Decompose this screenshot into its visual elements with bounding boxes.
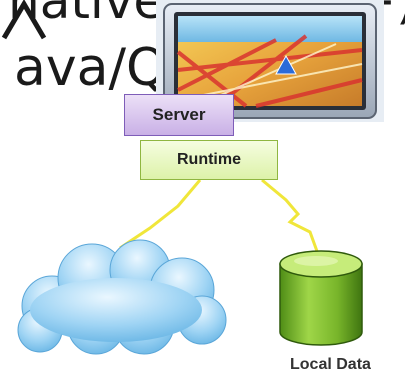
server-label: Server: [152, 105, 206, 124]
background-text-fragment: [1, 0, 47, 40]
database-cylinder-icon: [279, 250, 363, 346]
runtime-label: Runtime: [177, 151, 241, 168]
local-data-label: Local Data: [290, 356, 371, 373]
runtime-database-link: [261, 178, 320, 255]
cloud-icon: [17, 239, 227, 355]
server-box: Server: [124, 94, 234, 136]
gps-navigation-device-icon: [156, 0, 384, 122]
runtime-box: Runtime: [140, 140, 278, 180]
